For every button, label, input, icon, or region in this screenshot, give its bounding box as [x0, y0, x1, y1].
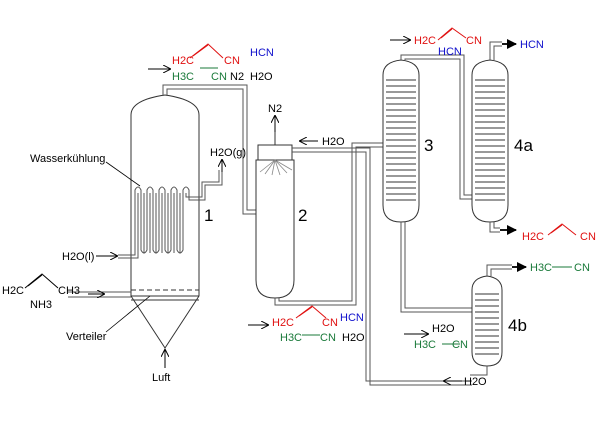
stream-reactor-hcn: HCN [250, 47, 274, 59]
column-2 [255, 130, 472, 386]
stream-4b-h3c: H3C [530, 262, 552, 274]
stream-4b-feed-h3c: H3C [414, 339, 436, 351]
stream-4b-feed-cn: CN [452, 339, 468, 351]
stream-4a-h2c: H2C [522, 231, 544, 243]
reactor-1 [68, 84, 256, 355]
h2o-col2-label: H2O [322, 136, 345, 148]
stream-col3-cn: CN [466, 35, 482, 47]
molecule-sketches [24, 27, 577, 345]
stream-4b-cn: CN [574, 262, 590, 274]
stream-col2-cn2: CN [320, 332, 336, 344]
flow-arrows [88, 40, 527, 381]
stream-col3-h2c: H2C [414, 35, 436, 47]
column-3 [382, 54, 472, 313]
stream-4a-cn: CN [580, 231, 596, 243]
stream-4a-hcn: HCN [520, 39, 544, 51]
stream-col2-cn: CN [322, 317, 338, 329]
column-4a [471, 41, 509, 233]
verteiler-label: Verteiler [66, 331, 107, 343]
luft-label: Luft [152, 372, 170, 384]
verteiler-label-line [105, 295, 151, 333]
unit-label-1: 1 [204, 206, 213, 225]
h2o-4b-bottom-label: H2O [464, 376, 487, 388]
stream-reactor-cn: CN [224, 55, 240, 67]
unit-label-3: 3 [424, 136, 433, 155]
wasserkuehlung-label: Wasserkühlung [30, 153, 105, 165]
stream-reactor-n2: N2 [230, 71, 244, 83]
column-4b [470, 264, 512, 376]
stream-col2-h2o: H2O [342, 332, 365, 344]
unit-label-4a: 4a [514, 136, 533, 155]
text-labels: 1 2 3 4a 4b Wasserkühlung Verteiler Luft… [2, 35, 596, 388]
feed-propene-ch3: CH3 [58, 285, 80, 297]
stream-col2-hcn: HCN [340, 312, 364, 324]
unit-label-2: 2 [298, 206, 307, 225]
n2-top-label: N2 [268, 103, 282, 115]
unit-label-4b: 4b [508, 316, 527, 335]
stream-reactor-h2o: H2O [250, 71, 273, 83]
stream-col2-h3c: H3C [280, 332, 302, 344]
stream-reactor-h2c: H2C [172, 55, 194, 67]
stream-4b-feed-h2o: H2O [432, 323, 455, 335]
h2o-gas-label: H2O(g) [210, 147, 246, 159]
stream-reactor-cn2: CN [211, 71, 227, 83]
stream-col2-h2c: H2C [272, 317, 294, 329]
stream-col3-hcn: HCN [438, 46, 462, 58]
h2o-liquid-label: H2O(l) [62, 251, 94, 263]
stream-reactor-h3c: H3C [172, 71, 194, 83]
feed-nh3: NH3 [30, 299, 52, 311]
wasser-label-line [105, 161, 141, 187]
feed-propene-h2c: H2C [2, 285, 24, 297]
